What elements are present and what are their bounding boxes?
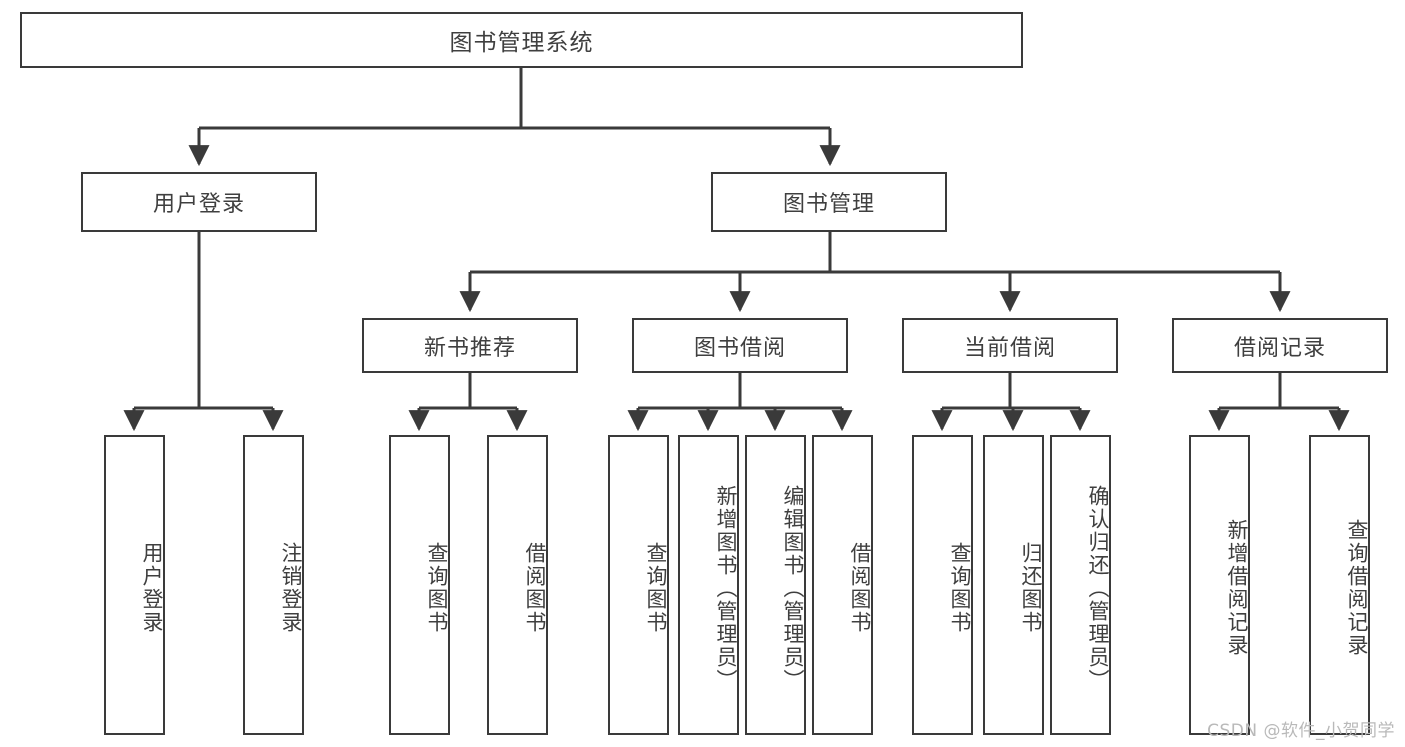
leaf-borrow-book-rec-label: 借阅图书 [523,542,547,634]
node-book-management[interactable]: 图书管理 [711,172,947,232]
leaf-query-book-borrow-label: 查询图书 [644,542,668,634]
node-root-label: 图书管理系统 [449,30,594,56]
node-root[interactable]: 图书管理系统 [20,12,1023,68]
leaf-borrow-book-rec[interactable]: 借阅图书 [487,435,548,735]
leaf-query-book-rec[interactable]: 查询图书 [389,435,450,735]
leaf-query-book-current[interactable]: 查询图书 [912,435,973,735]
node-user-login-label: 用户登录 [152,192,245,217]
leaf-borrow-book-label: 借阅图书 [848,542,872,634]
watermark: CSDN @软件_小贺同学 [1207,721,1395,741]
leaf-query-book-rec-label: 查询图书 [425,542,449,634]
leaf-edit-book-admin[interactable]: 编辑图书（管理员） [745,435,806,735]
node-borrow-record-label: 借阅记录 [1233,335,1326,361]
leaf-query-borrow-record-label: 查询借阅记录 [1345,519,1369,657]
leaf-add-borrow-record-label: 新增借阅记录 [1225,519,1249,657]
node-book-borrow[interactable]: 图书借阅 [632,318,848,373]
leaf-confirm-return-label: 确认归还（管理员） [1086,484,1110,692]
leaf-query-borrow-record[interactable]: 查询借阅记录 [1309,435,1370,735]
leaf-query-book-current-label: 查询图书 [948,542,972,634]
leaf-add-book-admin[interactable]: 新增图书（管理员） [678,435,739,735]
leaf-edit-book-admin-label: 编辑图书（管理员） [781,484,805,692]
node-book-management-label: 图书管理 [782,192,875,217]
leaf-user-login-label: 用户登录 [140,542,164,634]
node-borrow-record[interactable]: 借阅记录 [1172,318,1388,373]
node-current-borrow-label: 当前借阅 [963,335,1056,361]
node-book-borrow-label: 图书借阅 [693,335,786,361]
leaf-borrow-book[interactable]: 借阅图书 [812,435,873,735]
leaf-logout-login-label: 注销登录 [279,542,303,634]
leaf-add-book-admin-label: 新增图书（管理员） [714,484,738,692]
node-new-book-recommend[interactable]: 新书推荐 [362,318,578,373]
leaf-confirm-return[interactable]: 确认归还（管理员） [1050,435,1111,735]
leaf-user-login[interactable]: 用户登录 [104,435,165,735]
node-current-borrow[interactable]: 当前借阅 [902,318,1118,373]
leaf-add-borrow-record[interactable]: 新增借阅记录 [1189,435,1250,735]
node-user-login[interactable]: 用户登录 [81,172,317,232]
leaf-return-book-label: 归还图书 [1019,542,1043,634]
leaf-query-book-borrow[interactable]: 查询图书 [608,435,669,735]
leaf-logout-login[interactable]: 注销登录 [243,435,304,735]
node-new-book-recommend-label: 新书推荐 [423,335,516,361]
leaf-return-book[interactable]: 归还图书 [983,435,1044,735]
